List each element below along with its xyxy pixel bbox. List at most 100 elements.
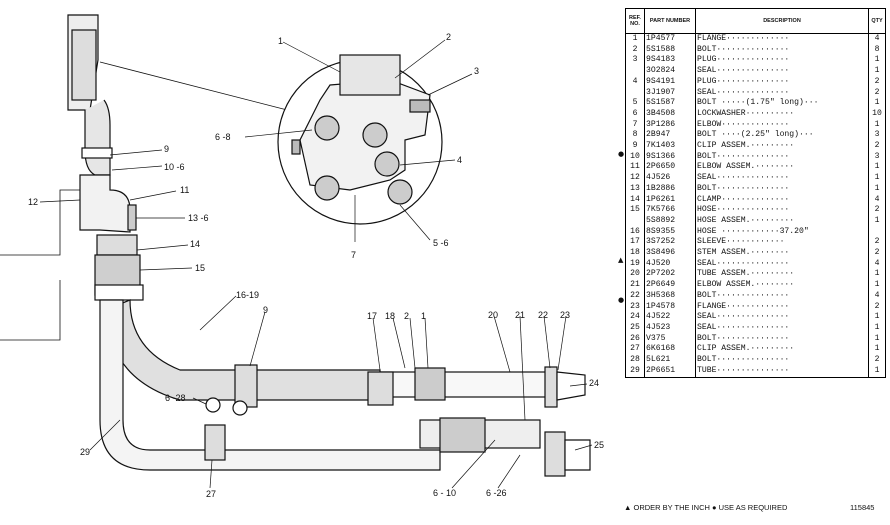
part-number-cell: 2B947 (644, 130, 696, 142)
part-number-cell: 2P7202 (644, 269, 696, 281)
ref-no-cell: 1 (625, 33, 645, 45)
part-number-cell: 3O2824 (644, 66, 696, 77)
ref-no-cell: 26 (625, 333, 645, 345)
callout-12: 12 (28, 197, 38, 207)
callout-29: 29 (80, 447, 90, 457)
callout-4: 4 (457, 155, 462, 165)
description-cell: BOLT ·····(1.75" long)··· (695, 98, 869, 109)
qty-cell: 2 (868, 248, 886, 259)
qty-cell: 1 (868, 55, 886, 67)
callout-7: 7 (351, 250, 356, 260)
qty-cell: 1 (868, 66, 886, 77)
ref-no-cell: 23 (625, 301, 645, 313)
description-cell: HOSE ············37.20" (695, 226, 869, 238)
description-cell: BOLT ····(2.25" long)··· (695, 130, 869, 142)
order-by-inch-mark: ▲ (618, 256, 624, 264)
ref-no-cell: 8 (625, 130, 645, 142)
part-number-cell: 7K5766 (644, 205, 696, 216)
header-ref-no: REF. NO. (625, 8, 645, 34)
header-description: DESCRIPTION (695, 8, 869, 34)
qty-cell: 1 (868, 119, 886, 131)
description-cell: HOSE··············· (695, 205, 869, 216)
part-number-cell: 4J526 (644, 173, 696, 184)
ref-no-cell: 12 (625, 173, 645, 184)
qty-cell: 4 (868, 290, 886, 302)
description-cell: BOLT··············· (695, 44, 869, 56)
part-number-cell: 3B4508 (644, 108, 696, 120)
qty-cell: 1 (868, 183, 886, 195)
callout-9b: 9 (263, 305, 268, 315)
header-qty: QTY (868, 8, 886, 34)
callout-23: 23 (560, 310, 570, 320)
part-number-cell: 1P4577 (644, 33, 696, 45)
callout-3: 3 (474, 66, 479, 76)
part-number-cell: 5L621 (644, 355, 696, 366)
footnote: ▲ ORDER BY THE INCH ● USE AS REQUIRED (624, 503, 788, 512)
qty-cell: 2 (868, 87, 886, 99)
description-cell: STEM ASSEM.········ (695, 248, 869, 259)
part-number-cell: 2P6649 (644, 280, 696, 291)
parts-header-row: REF. NO. PART NUMBER DESCRIPTION QTY (625, 8, 886, 34)
part-number-cell: 9S4191 (644, 76, 696, 88)
ref-no-cell: 21 (625, 280, 645, 291)
ref-no-cell: 9 (625, 141, 645, 152)
qty-cell: 1 (868, 312, 886, 323)
part-number-cell: 3S7252 (644, 237, 696, 249)
description-cell: PLUG··············· (695, 76, 869, 88)
ref-no-cell (625, 66, 645, 77)
part-number-cell: 5S1587 (644, 98, 696, 109)
callout-6-26: 6 -26 (486, 488, 507, 498)
part-number-cell: 2P6651 (644, 365, 696, 378)
qty-cell: 1 (868, 322, 886, 334)
description-cell: SLEEVE············ (695, 237, 869, 249)
callout-15: 15 (195, 263, 205, 273)
part-number-cell: 2P6650 (644, 162, 696, 174)
callout-11: 11 (180, 185, 189, 195)
callout-20: 20 (488, 310, 498, 320)
part-number-cell: 8S9355 (644, 226, 696, 238)
qty-cell: 1 (868, 173, 886, 184)
figure-id: 115845 (850, 503, 875, 512)
callout-9a: 9 (164, 144, 169, 154)
description-cell: BOLT··············· (695, 355, 869, 366)
ref-no-cell: 20 (625, 269, 645, 281)
callout-27: 27 (206, 489, 216, 499)
qty-cell: 2 (868, 141, 886, 152)
ref-no-cell: 22 (625, 290, 645, 302)
part-number-cell: 1B2886 (644, 183, 696, 195)
qty-cell: 1 (868, 269, 886, 281)
qty-cell: 1 (868, 280, 886, 291)
ref-no-cell (625, 87, 645, 99)
ref-no-cell: 27 (625, 344, 645, 356)
ref-no-cell: 14 (625, 194, 645, 206)
ref-no-cell: 10 (625, 151, 645, 163)
callout-21: 21 (515, 310, 525, 320)
qty-cell: 1 (868, 215, 886, 227)
qty-cell: 2 (868, 205, 886, 216)
part-number-cell: 1P6261 (644, 194, 696, 206)
callout-6-28: 6 -28 (165, 393, 186, 403)
description-cell: BOLT··············· (695, 151, 869, 163)
ref-no-cell: 2 (625, 44, 645, 56)
qty-cell: 4 (868, 258, 886, 270)
description-cell: SEAL··············· (695, 322, 869, 334)
use-as-required-mark-2: ● (618, 296, 625, 304)
callout-16-19: 16-19 (236, 290, 259, 300)
callout-18: 18 (385, 311, 395, 321)
qty-cell: 8 (868, 44, 886, 56)
use-as-required-mark: ● (618, 150, 625, 158)
part-number-cell: 3P1286 (644, 119, 696, 131)
callout-1: 1 (278, 36, 283, 46)
qty-cell: 4 (868, 33, 886, 45)
